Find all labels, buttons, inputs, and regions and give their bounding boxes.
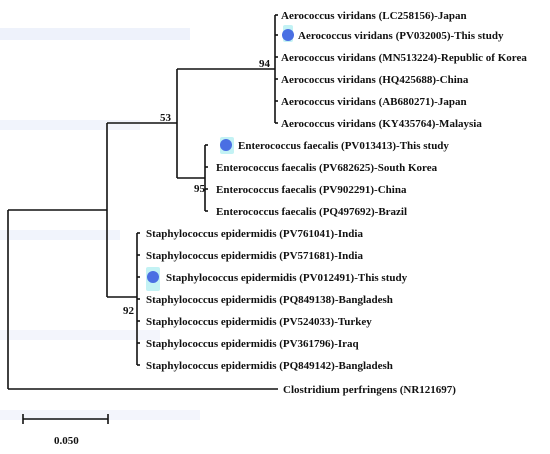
taxon-label: Staphylococcus epidermidis (PV361796)-Ir… [146,338,360,350]
taxon-label: Aerococcus viridans (KY435764)-Malaysia [281,118,482,130]
scale-bar: 0.050 [22,414,109,447]
this-study-marker-staphylococcus [147,271,159,283]
taxon-label: Aerococcus viridans (MN513224)-Republic … [281,52,527,64]
taxon-label: Aerococcus viridans (HQ425688)-China [281,74,469,86]
taxon-label-outgroup: Clostridium perfringens (NR121697) [283,384,456,396]
this-study-marker-enterococcus [220,139,232,151]
this-study-markers [147,29,294,283]
scale-bar-label: 0.050 [54,435,79,447]
taxon-labels: Aerococcus viridans (LC258156)-Japan Aer… [146,10,527,396]
taxon-label: Aerococcus viridans (PV032005)-This stud… [298,30,504,42]
taxon-label: Staphylococcus epidermidis (PV761041)-In… [146,228,363,240]
taxon-label: Aerococcus viridans (LC258156)-Japan [281,10,467,22]
taxon-label: Staphylococcus epidermidis (PV012491)-Th… [166,272,408,284]
taxon-label: Enterococcus faecalis (PQ497692)-Brazil [216,206,407,218]
bootstrap-values: 94 53 95 92 [123,58,271,317]
taxon-label: Enterococcus faecalis (PV682625)-South K… [216,162,438,174]
bootstrap-enterococcus: 95 [194,183,206,195]
bootstrap-aero-entero: 53 [160,112,172,124]
taxon-label: Enterococcus faecalis (PV013413)-This st… [238,140,449,152]
tree-branches [7,14,278,390]
taxon-label: Staphylococcus epidermidis (PV571681)-In… [146,250,363,262]
this-study-marker-aerococcus [282,29,294,41]
taxon-label: Staphylococcus epidermidis (PQ849138)-Ba… [146,294,393,306]
bootstrap-staphylococcus: 92 [123,305,135,317]
bootstrap-aerococcus: 94 [259,58,271,70]
taxon-label: Staphylococcus epidermidis (PV524033)-Tu… [146,316,372,328]
background-artifacts [0,28,200,420]
taxon-label: Enterococcus faecalis (PV902291)-China [216,184,407,196]
taxon-label: Staphylococcus epidermidis (PQ849142)-Ba… [146,360,393,372]
taxon-label: Aerococcus viridans (AB680271)-Japan [281,96,467,108]
